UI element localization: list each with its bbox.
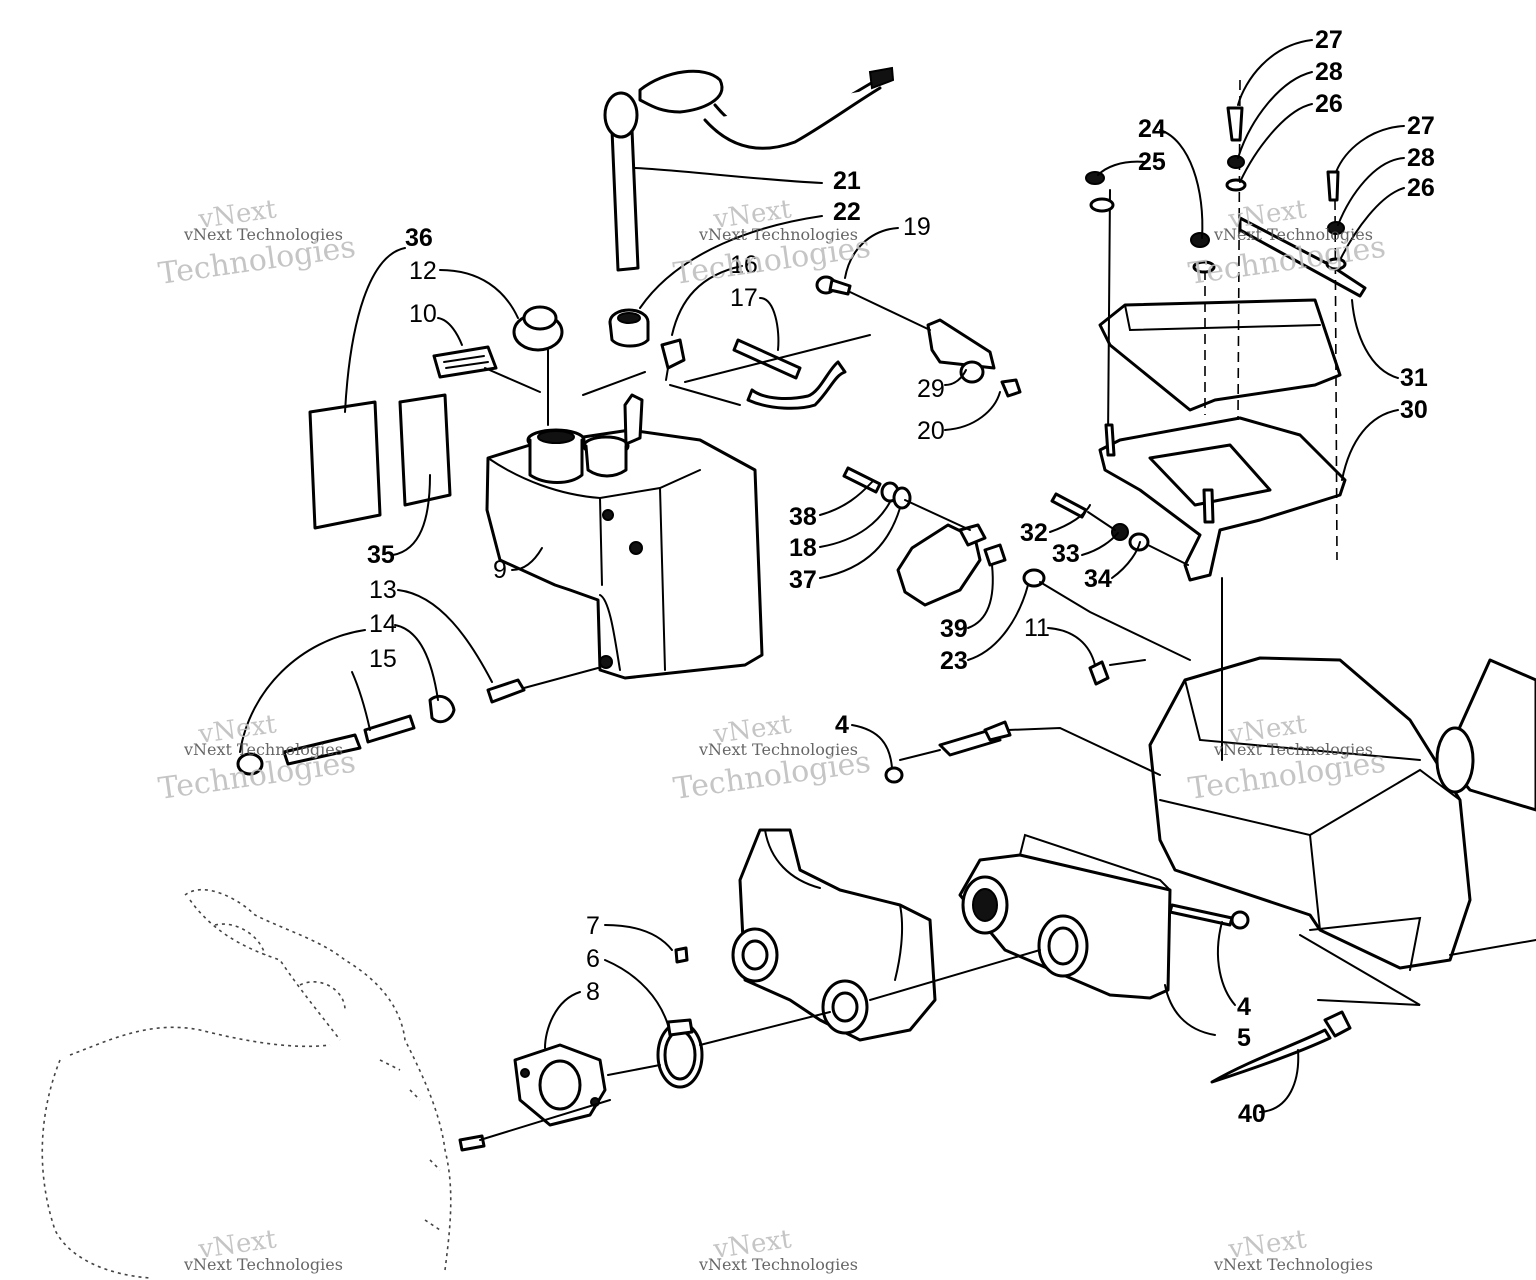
intake-silencer-box (958, 833, 1172, 1000)
support-plate-assembly (1098, 79, 1367, 582)
callout-20: 20 (917, 417, 945, 445)
callout-11: 11 (1024, 614, 1050, 642)
watermark-full: vNext Technologies (698, 740, 858, 759)
callout-34: 34 (1084, 565, 1112, 593)
callout-35: 35 (367, 541, 395, 569)
label-10 (432, 345, 498, 379)
callout-24: 24 (1138, 115, 1166, 143)
callout-15: 15 (369, 645, 397, 673)
callout-22: 22 (833, 198, 861, 226)
watermark-full: vNext Technologies (183, 1255, 343, 1274)
watermark-tile: vNext vNext Technologies Technologies (156, 194, 357, 292)
watermark-tile: vNext vNext Technologies Technologies (1186, 194, 1387, 292)
callout-23: 23 (940, 647, 968, 675)
callout-37: 37 (789, 566, 817, 594)
callout-29: 29 (917, 375, 945, 403)
callout-27-right: 27 (1407, 112, 1435, 140)
callout-14: 14 (369, 610, 397, 638)
hardware-top-right (1050, 106, 1347, 552)
callout-labels: 36 12 10 35 9 13 14 15 21 22 16 17 19 29… (367, 26, 1435, 1128)
intake-clamp-and-flange (458, 946, 704, 1152)
oil-tank (485, 393, 764, 680)
clips-and-screws (884, 660, 1250, 930)
callout-39: 39 (940, 615, 968, 643)
tank-bracket (815, 275, 1022, 398)
callout-38: 38 (789, 503, 817, 531)
leader-lines (239, 39, 1421, 1113)
oil-level-sender (603, 66, 895, 348)
callout-5: 5 (1237, 1024, 1251, 1052)
watermark-tile: vNext vNext Technologies (1213, 1224, 1373, 1274)
decals (308, 345, 498, 530)
watermark-full: vNext Technologies (698, 225, 858, 244)
oil-line-fittings (236, 678, 526, 776)
callout-10: 10 (409, 300, 437, 328)
engine-outline (41, 889, 452, 1279)
callout-31: 31 (1400, 364, 1428, 392)
watermark-full: vNext Technologies (698, 1255, 858, 1274)
callout-28-right: 28 (1407, 144, 1435, 172)
watermark-full: vNext Technologies (183, 225, 343, 244)
callout-19: 19 (903, 213, 931, 241)
callout-18: 18 (789, 534, 817, 562)
callout-6: 6 (586, 945, 600, 973)
callout-26-top: 26 (1315, 90, 1343, 118)
filler-cap (512, 305, 564, 426)
callout-13: 13 (369, 576, 397, 604)
callout-26-right: 26 (1407, 174, 1435, 202)
callout-27-top: 27 (1315, 26, 1343, 54)
decal-36 (308, 400, 382, 530)
callout-28-top: 28 (1315, 58, 1343, 86)
watermark-tile: vNext vNext Technologies (183, 1224, 343, 1274)
oil-pump-parts (842, 466, 1046, 607)
callout-7: 7 (586, 912, 600, 940)
center-lines (479, 291, 1223, 1141)
watermark-full: vNext Technologies (1213, 1255, 1373, 1274)
watermark-tile: vNext vNext Technologies (698, 1224, 858, 1274)
callout-4-lower: 4 (1237, 993, 1251, 1021)
vent-fitting-and-hoses (660, 338, 847, 410)
watermark-full: vNext Technologies (1213, 225, 1373, 244)
callout-12: 12 (409, 257, 437, 285)
carburetor-assembly (731, 828, 937, 1042)
callout-36: 36 (405, 224, 433, 252)
decal-35 (398, 393, 452, 507)
callout-8: 8 (586, 978, 600, 1006)
callout-9: 9 (493, 556, 507, 584)
watermark-full: vNext Technologies (183, 740, 343, 759)
callout-40: 40 (1238, 1100, 1266, 1128)
air-silencer-housing (1148, 656, 1536, 971)
callout-25: 25 (1138, 148, 1166, 176)
callout-4-upper: 4 (835, 711, 849, 739)
watermark-full: vNext Technologies (1213, 740, 1373, 759)
watermark-tile: vNext vNext Technologies Technologies (156, 709, 357, 807)
callout-32: 32 (1020, 519, 1048, 547)
callout-30: 30 (1400, 396, 1428, 424)
callout-21: 21 (833, 167, 861, 195)
throttle-cable (1210, 1010, 1352, 1084)
callout-17: 17 (730, 284, 758, 312)
callout-33: 33 (1052, 540, 1080, 568)
callout-16: 16 (730, 251, 758, 279)
